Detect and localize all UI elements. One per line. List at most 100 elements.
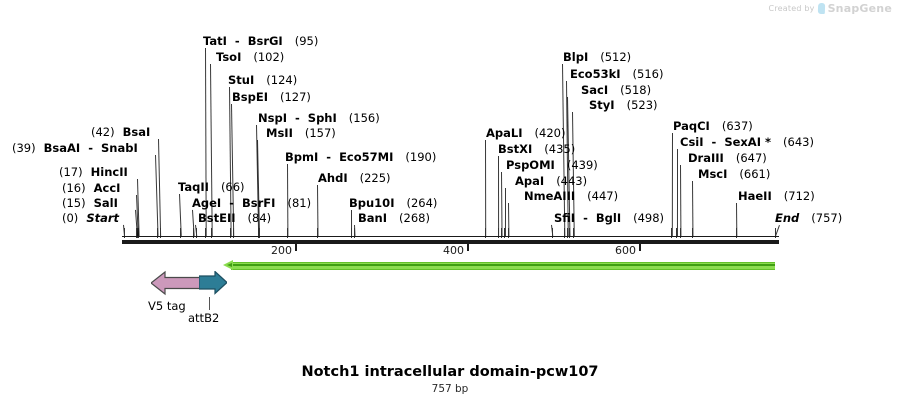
enzyme-position: (81) <box>287 196 312 210</box>
enzyme-label-nspi-sphi[interactable]: NspI - SphI (156) <box>258 111 380 125</box>
enzyme-name: SexAI * <box>724 135 772 149</box>
enzyme-label-bsaai-snabi[interactable]: (39) BsaAI - SnabI <box>12 141 138 155</box>
enzyme-label-msli[interactable]: MsII (157) <box>266 127 336 139</box>
orf-arrow-body <box>230 262 775 270</box>
enzyme-label-tati-bsrgi[interactable]: TatI - BsrGI (95) <box>203 34 319 48</box>
enzyme-name: StyI <box>589 98 615 112</box>
watermark-prefix: Created by <box>768 4 815 13</box>
enzyme-position: (512) <box>600 50 632 64</box>
sequence-backbone-thin <box>122 236 779 237</box>
enzyme-name: BlpI <box>563 50 589 64</box>
restriction-site-label-layer: TatI - BsrGI (95) TsoI (102) StuI (124) Bsp… <box>12 34 842 225</box>
enzyme-position: (518) <box>620 83 652 97</box>
enzyme-name: Start <box>86 211 120 225</box>
enzyme-name: BstEII <box>198 211 236 225</box>
enzyme-label-bpmi-eco57mi[interactable]: BpmI - Eco57MI (190) <box>285 150 437 164</box>
leader-line-paqci <box>671 133 673 237</box>
cut-site-tick-saci <box>568 228 570 238</box>
cut-site-tick-bsai <box>159 228 161 238</box>
enzyme-name: PaqCI <box>673 119 710 133</box>
enzyme-label-bpu10i[interactable]: Bpu10I (264) <box>349 197 437 209</box>
enzyme-label-draiii[interactable]: DraIII (647) <box>688 152 767 164</box>
enzyme-label-paqci[interactable]: PaqCI (637) <box>673 120 753 132</box>
enzyme-position: (757) <box>811 211 843 225</box>
sequence-backbone[interactable] <box>122 240 779 244</box>
leader-line-tati-bsrgi <box>205 47 207 236</box>
feature-attb2[interactable] <box>199 271 227 295</box>
enzyme-label-hincii[interactable]: (17) HincII <box>59 166 128 178</box>
enzyme-label-nmeaiii[interactable]: NmeAIII (447) <box>524 190 618 202</box>
enzyme-name: BsaAI <box>43 141 81 155</box>
enzyme-name: Eco53kI <box>570 67 621 81</box>
cut-site-tick-apai <box>504 228 506 238</box>
enzyme-label-msci[interactable]: MscI (661) <box>698 168 770 180</box>
ruler-tick-400 <box>467 244 469 251</box>
enzyme-label-ahdi[interactable]: AhdI (225) <box>318 172 391 184</box>
enzyme-name: SphI <box>307 111 337 125</box>
enzyme-name: BspEI <box>232 90 268 104</box>
enzyme-label-apali[interactable]: ApaLI (420) <box>486 127 565 139</box>
enzyme-label-blpi[interactable]: BlpI (512) <box>563 51 631 63</box>
page-title: Notch1 intracellular domain-pcw107 <box>301 364 599 380</box>
enzyme-name: DraIII <box>688 151 724 165</box>
enzyme-name: AgeI <box>192 196 222 210</box>
leader-line-end <box>775 225 780 237</box>
leader-line-apali <box>485 139 487 236</box>
feature-label-attb2: attB2 <box>188 311 220 325</box>
cut-site-tick-pspomi <box>501 228 503 238</box>
cut-site-tick-end <box>774 228 776 238</box>
enzyme-label-accii[interactable]: (16) AccI <box>62 182 120 194</box>
cut-site-tick-ahdi <box>317 228 318 238</box>
enzyme-name: BanI <box>358 211 387 225</box>
enzyme-label-eco53ki[interactable]: Eco53kI (516) <box>570 68 663 80</box>
enzyme-position: (16) <box>62 181 86 195</box>
watermark-brand: SnapGene <box>827 2 892 15</box>
enzyme-label-styi[interactable]: StyI (523) <box>589 99 658 111</box>
enzyme-name: AhdI <box>318 171 348 185</box>
enzyme-name: Bpu10I <box>349 196 395 210</box>
leader-line-draiii <box>680 164 682 236</box>
enzyme-position: (156) <box>348 111 380 125</box>
enzyme-label-saci[interactable]: SacI (518) <box>581 84 651 96</box>
feature-v5-tag[interactable] <box>151 270 201 296</box>
cut-site-tick-apali <box>484 228 486 238</box>
enzyme-label-sali[interactable]: (15) SalI <box>62 197 118 209</box>
enzyme-name: ApaLI <box>486 126 523 140</box>
enzyme-label-bspei[interactable]: BspEI (127) <box>232 91 311 103</box>
enzyme-position: (498) <box>633 211 665 225</box>
cut-site-tick-start <box>123 228 125 238</box>
enzyme-label-tsoi[interactable]: TsoI (102) <box>216 51 284 63</box>
enzyme-position: (661) <box>739 167 771 181</box>
enzyme-position: (647) <box>735 151 767 165</box>
enzyme-name: SnabI <box>100 141 138 155</box>
enzyme-label-pspomi[interactable]: PspOMI (439) <box>506 159 598 171</box>
enzyme-label-bani[interactable]: BanI (268) <box>358 212 430 224</box>
ruler-label-200: 200 <box>271 244 292 257</box>
enzyme-label-stui[interactable]: StuI (124) <box>228 74 297 86</box>
leader-line-csii-sexai <box>676 149 678 237</box>
enzyme-name: BglI <box>595 211 622 225</box>
cut-site-tick-bstei <box>195 228 197 238</box>
cut-site-tick-agei-bsrfi <box>193 228 195 238</box>
enzyme-position: (225) <box>359 171 391 185</box>
leader-line-blpi <box>562 63 566 236</box>
enzyme-name: BstXI <box>498 142 533 156</box>
leader-line-pspomi <box>501 171 503 236</box>
enzyme-label-end[interactable]: End (757) <box>775 212 842 224</box>
cut-site-tick-msci <box>691 228 693 238</box>
enzyme-position: (643) <box>783 135 814 149</box>
enzyme-label-haeii[interactable]: HaeII (712) <box>738 190 815 202</box>
enzyme-label-start[interactable]: (0) Start <box>62 212 119 224</box>
enzyme-name: HincII <box>90 165 128 179</box>
v5-tag-arrow-icon <box>151 270 201 296</box>
cut-site-tick-haeii <box>735 228 737 238</box>
enzyme-name: AccI <box>93 181 121 195</box>
enzyme-label-csii-sexai[interactable]: CsiI - SexAI * (643) <box>680 135 814 149</box>
enzyme-position: (157) <box>304 126 336 140</box>
enzyme-label-bsai[interactable]: (42) BsaI <box>91 126 150 138</box>
cut-site-tick-bstxi <box>497 228 499 238</box>
cut-site-tick-tati-bsrgi <box>205 228 207 238</box>
enzyme-position: (268) <box>399 211 430 225</box>
leader-line-bstxi <box>498 155 500 236</box>
leader-line-bpmi-eco57mi <box>287 163 289 236</box>
